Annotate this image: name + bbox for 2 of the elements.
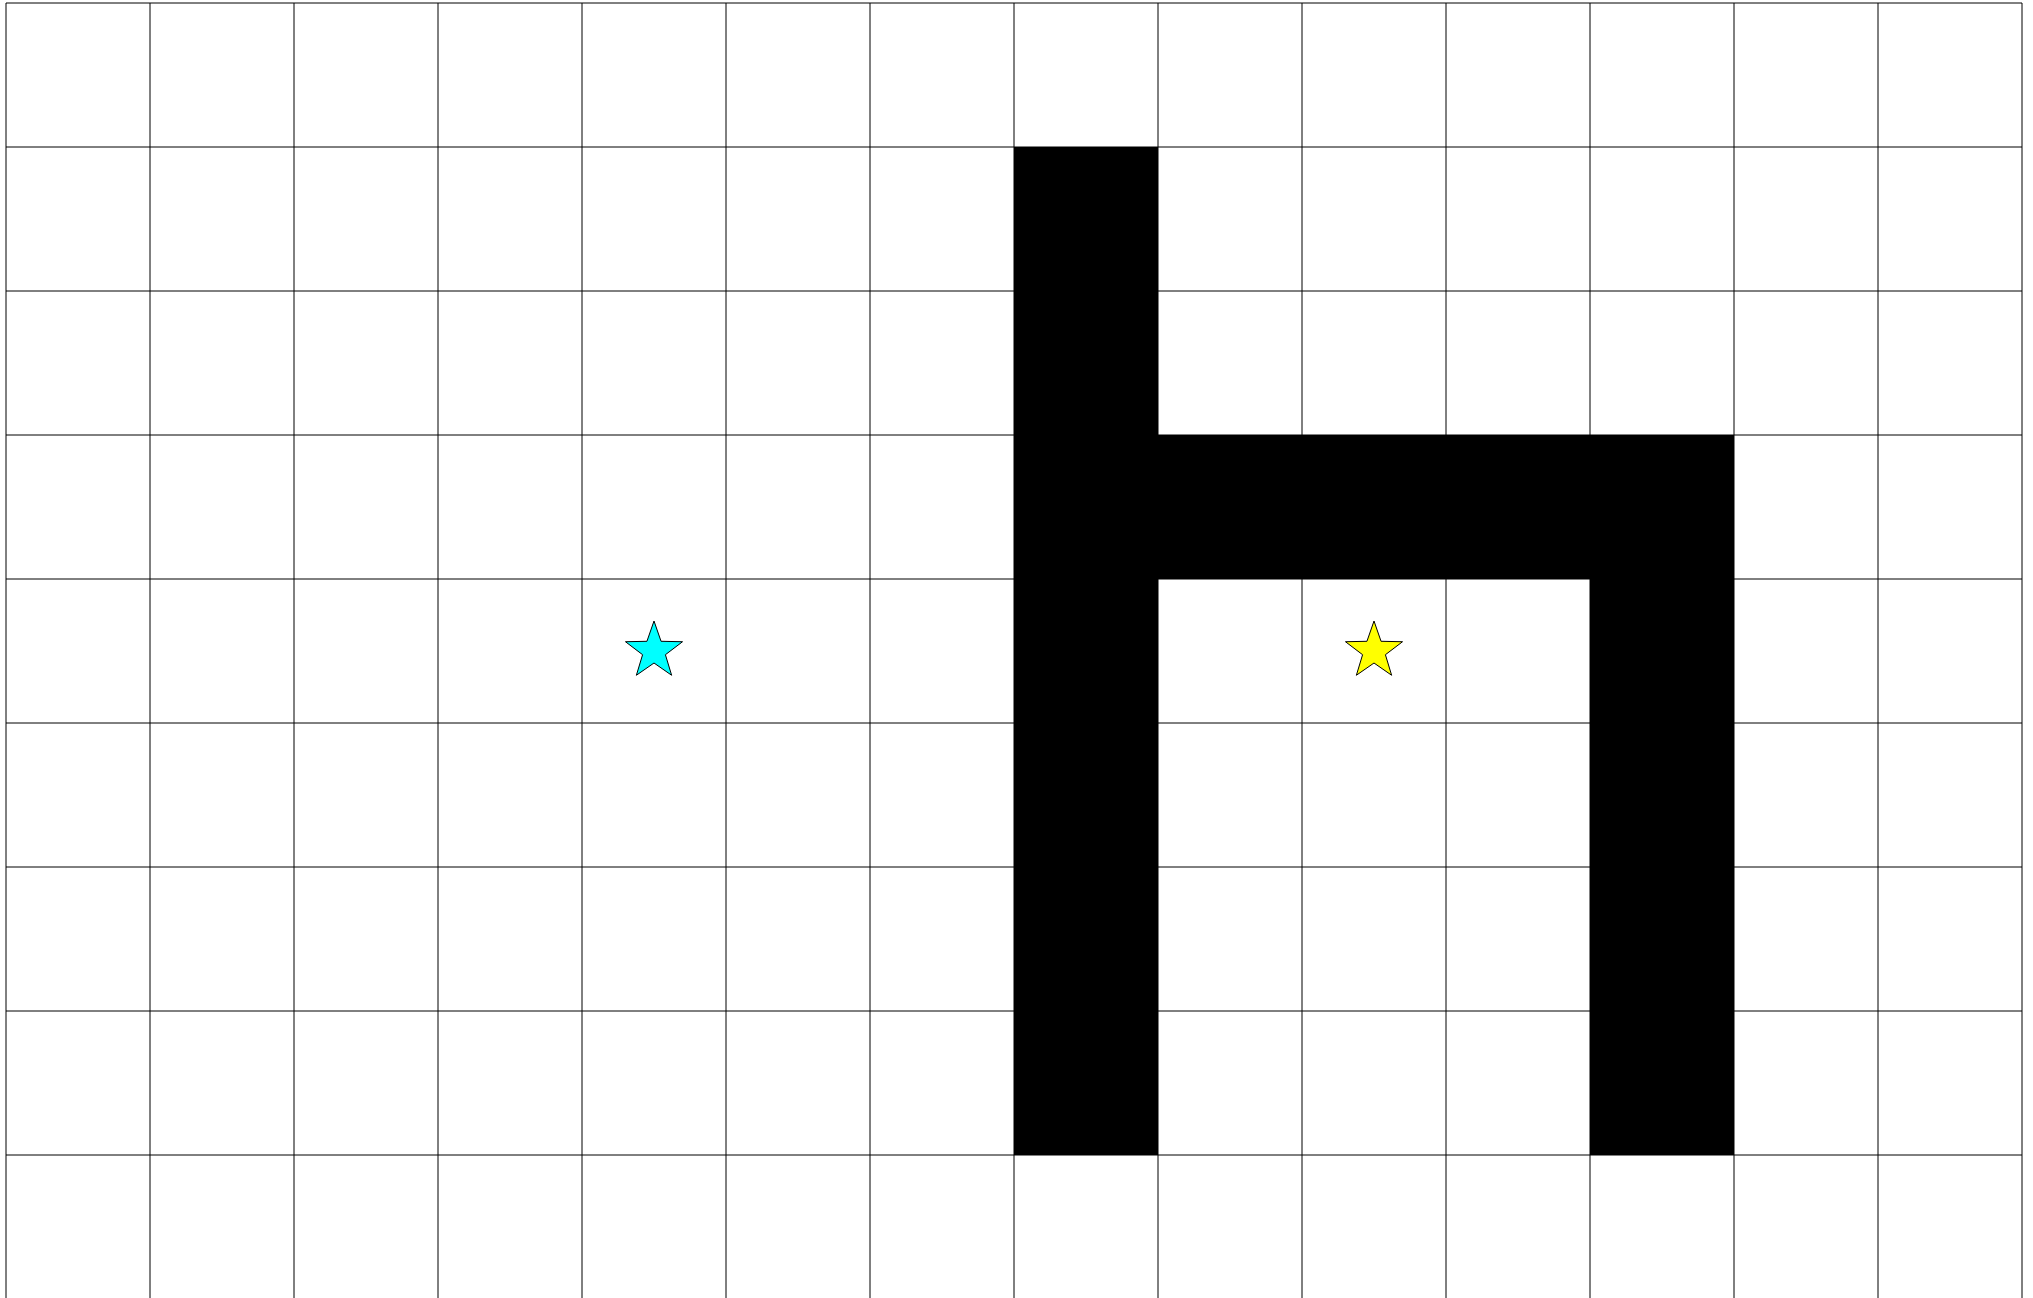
star-icon (1344, 620, 1404, 676)
star-icon (624, 620, 684, 676)
